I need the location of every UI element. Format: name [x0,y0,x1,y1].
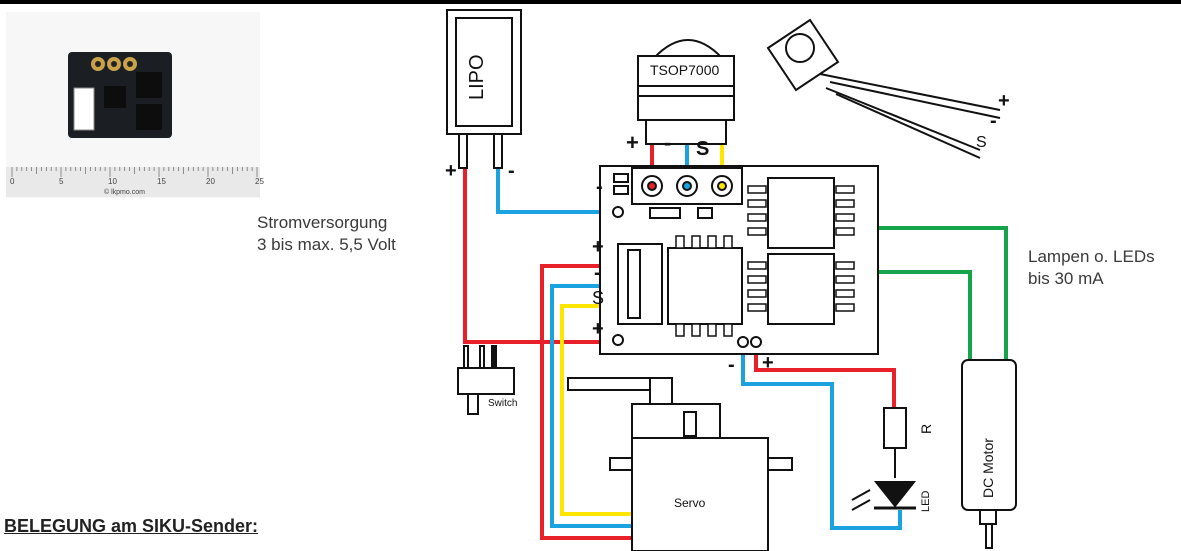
chip-pin [747,261,767,270]
receiver-label: TSOP7000 [650,62,720,78]
motor-label: DC Motor [980,438,996,498]
led-minus: - [728,354,735,376]
chip-pin [835,303,855,312]
tsop-plus: + [626,130,639,155]
chip-pin [723,235,733,249]
chip-pin [747,185,767,194]
chip-pin [723,323,733,337]
chip-pin [747,303,767,312]
chip-pins [675,185,855,337]
chip-pin [747,275,767,284]
battery-label: LIPO [466,54,488,100]
led-plus: + [762,352,774,374]
ruler-number: 15 [157,177,166,186]
lipo-plus: + [445,160,457,182]
lamps-label-line2: bis 30 mA [1028,269,1104,288]
lipo-battery [446,9,522,169]
switch-plus: + [592,318,604,340]
servo [567,377,793,551]
switch-label: Switch [488,398,518,409]
dc-motor [961,359,1017,549]
chip-pin [835,227,855,236]
lamps-label: Lampen o. LEDs bis 30 mA [1028,246,1155,290]
tsop-receiver [637,39,735,145]
lipo-minus: - [508,160,515,182]
ir-minus: - [990,110,997,132]
top-rule [0,0,1181,4]
power-label-line1: Stromversorgung [257,213,388,232]
ruler-number: 10 [108,177,117,186]
chip-pin [707,323,717,337]
servo-plus: + [592,236,604,258]
servo-label: Servo [674,496,706,510]
chip-pin [835,275,855,284]
chip-pin [835,213,855,222]
green-wires [848,226,1008,360]
chip-pin [835,199,855,208]
tsop-minus: - [664,130,672,155]
chip-pin [747,289,767,298]
ruler-number: 0 [10,177,15,186]
ruler-number: 5 [59,177,64,186]
ruler-site-label: © lkpmo.com [104,189,145,196]
ir-signal: S [976,134,987,151]
chip-pin [835,261,855,270]
ruler-number: 20 [206,177,215,186]
chip-pin [747,199,767,208]
resistor [883,407,907,478]
ir-sensor-side [766,18,1001,159]
power-label: Stromversorgung 3 bis max. 5,5 Volt [257,212,396,256]
switch [457,345,515,415]
servo-minus: - [594,262,601,284]
chip-pin [747,227,767,236]
chip-pin [691,323,701,337]
power-label-line2: 3 bis max. 5,5 Volt [257,235,396,254]
led-label: LED [920,490,932,512]
chip-pin [675,235,685,249]
chip-pin [675,323,685,337]
decoder-board [599,165,879,355]
ruler-number: 25 [255,177,264,186]
tsop-signal: S [696,138,710,160]
board-minus-top: - [596,176,603,198]
ruler [6,167,260,197]
servo-signal: S [592,288,605,308]
chip-pin [835,289,855,298]
resistor-label: R [918,423,934,434]
belegung-heading: BELEGUNG am SIKU-Sender: [4,516,259,536]
chip-pin [707,235,717,249]
chip-pin [835,185,855,194]
led [851,481,917,511]
lamps-label-line1: Lampen o. LEDs [1028,247,1155,266]
chip-pin [691,235,701,249]
chip-pin [747,213,767,222]
ir-plus: + [998,90,1010,112]
